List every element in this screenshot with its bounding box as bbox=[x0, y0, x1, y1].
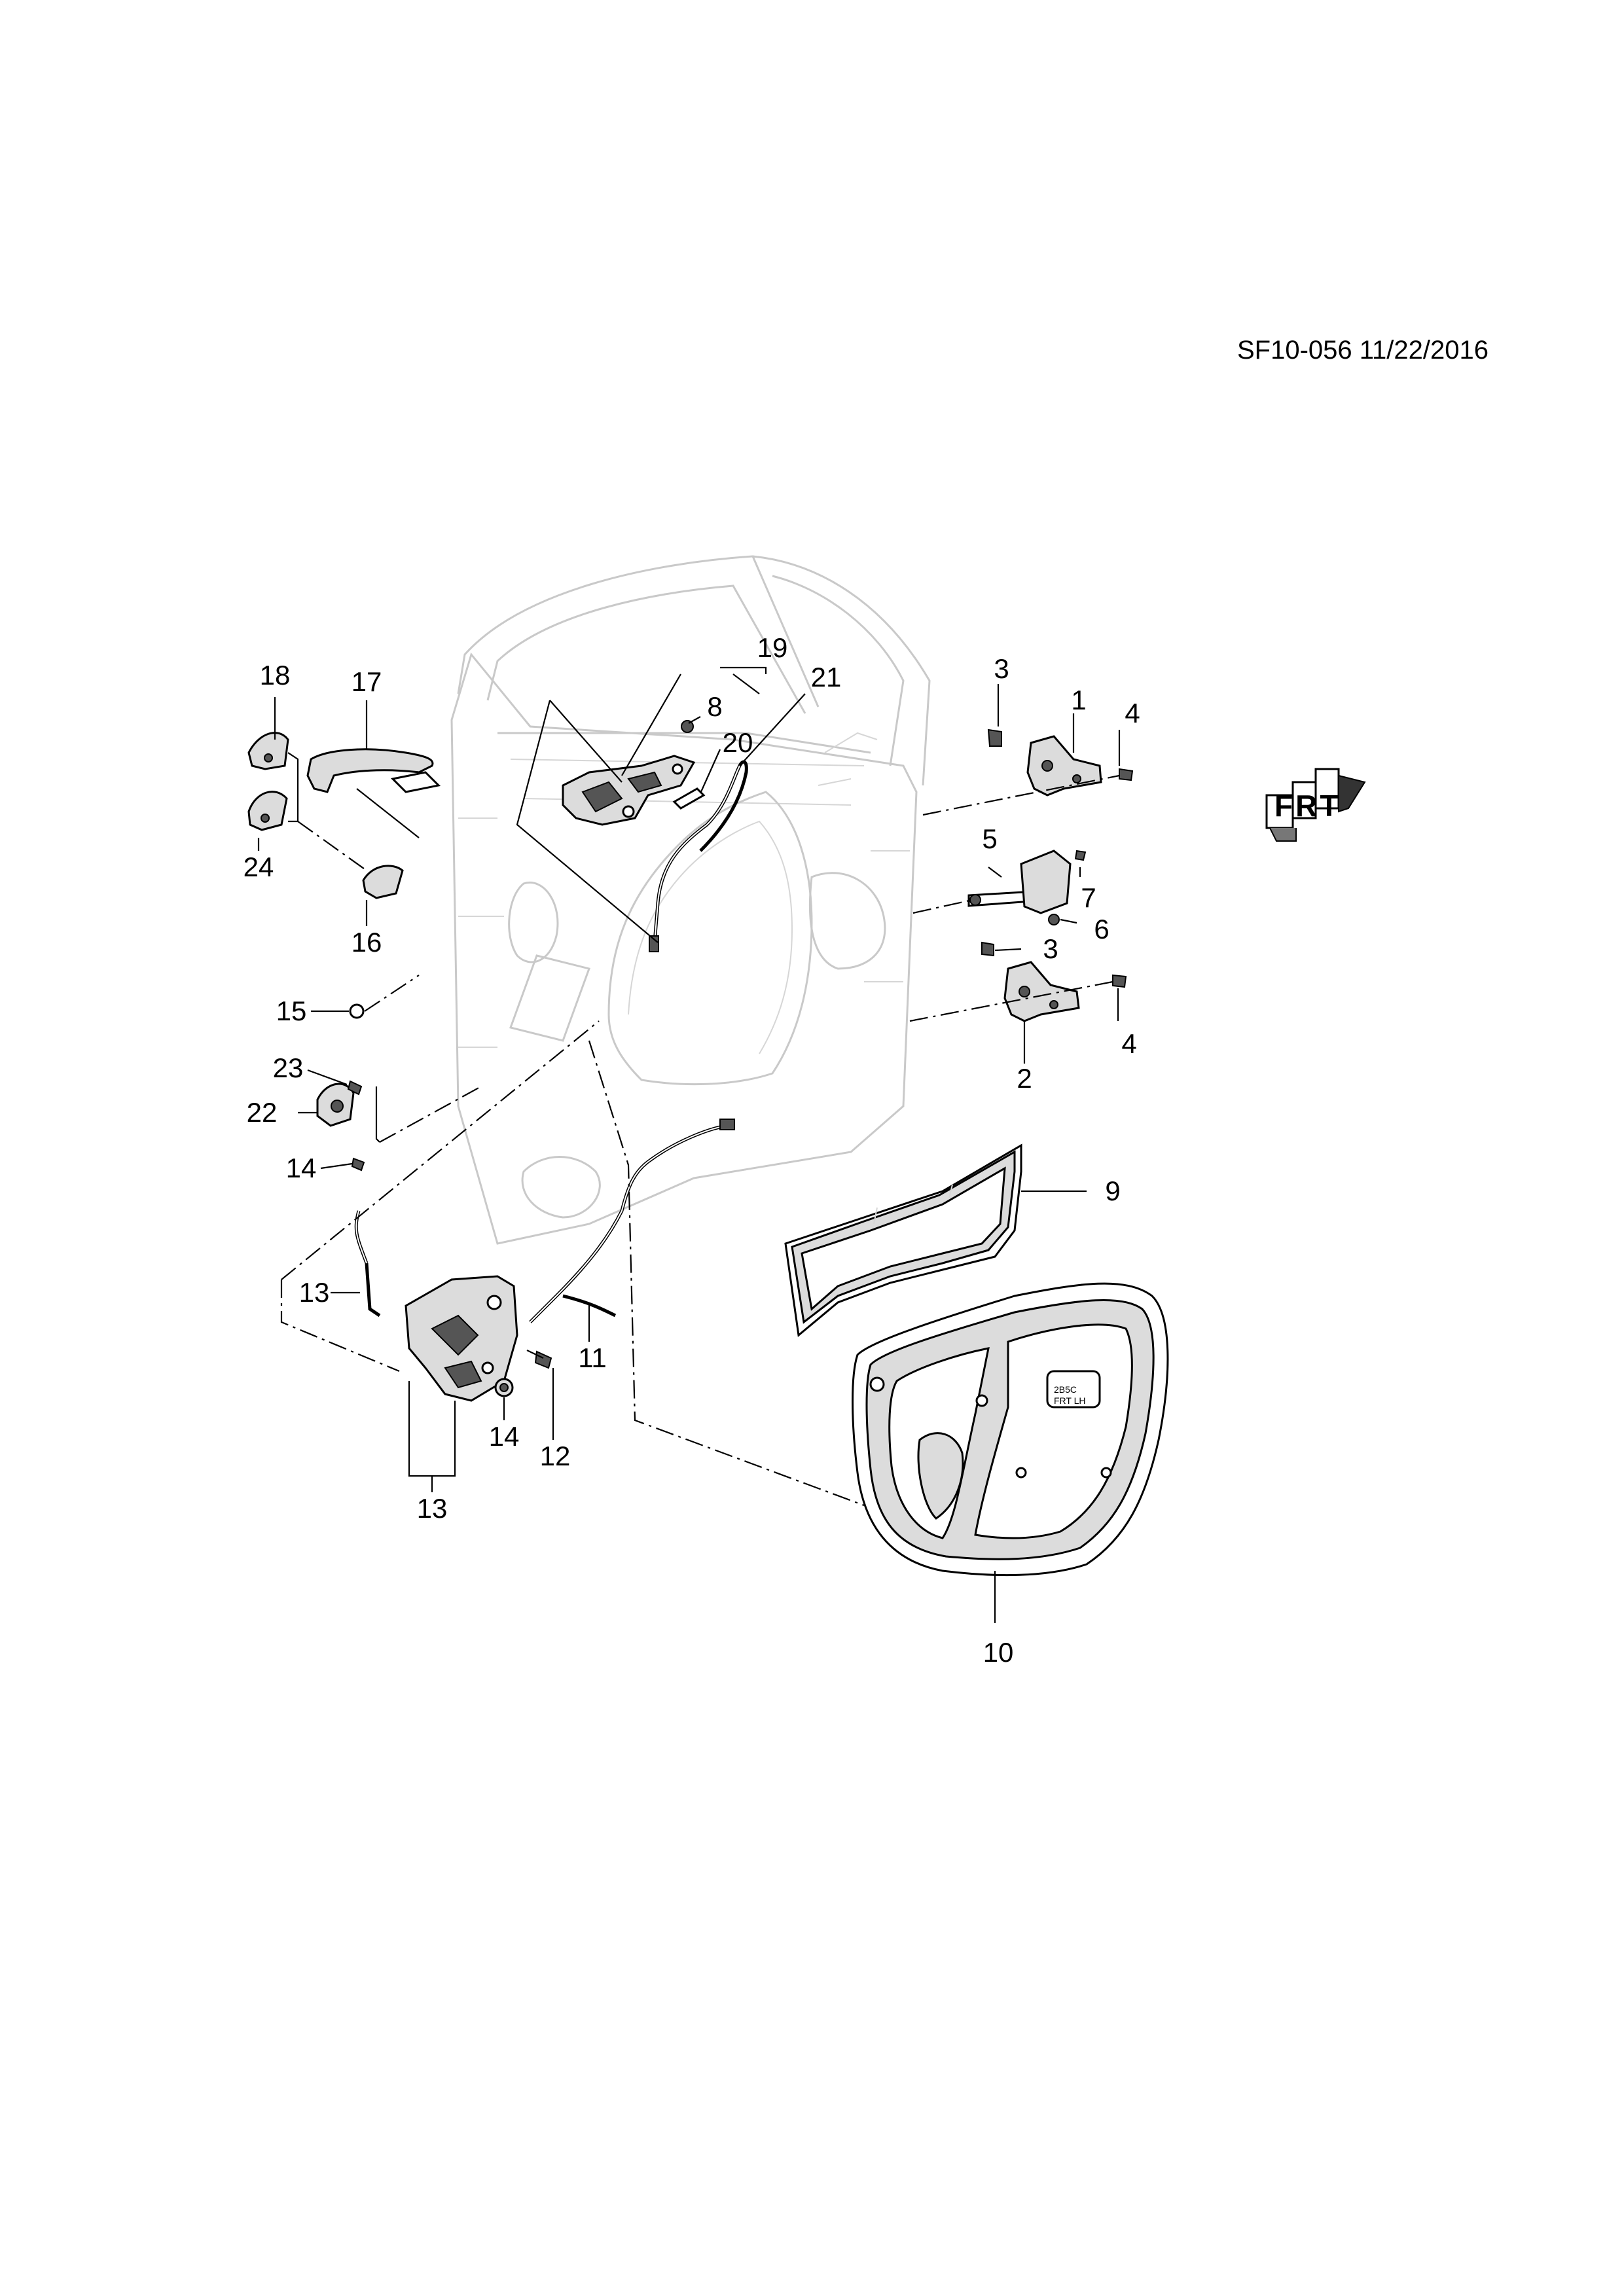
callout-10: 10 bbox=[983, 1637, 1014, 1668]
callout-5: 5 bbox=[982, 823, 998, 854]
callout-18: 16 bbox=[351, 927, 382, 958]
handle-bezel bbox=[362, 865, 404, 899]
bolt-check-link bbox=[1048, 914, 1060, 925]
leader-lines bbox=[257, 666, 1121, 1623]
bolt-hinge-lower bbox=[981, 941, 994, 957]
callout-17: 15 bbox=[276, 996, 307, 1026]
callout-1: 1 bbox=[1071, 685, 1087, 715]
door-check-link bbox=[967, 850, 1072, 914]
hinge-lower bbox=[1003, 961, 1080, 1022]
callout-8: 8 bbox=[707, 691, 723, 722]
callout-25: 23 bbox=[272, 1052, 304, 1083]
callout-3-lower: 3 bbox=[1043, 933, 1058, 964]
callout-26: 24 bbox=[243, 852, 274, 882]
outside-handle bbox=[306, 748, 441, 793]
callout-3-upper: 3 bbox=[994, 653, 1009, 684]
screw-check-link bbox=[1074, 850, 1087, 861]
nut-hinge-lower bbox=[1112, 974, 1127, 988]
striker-screw bbox=[351, 1157, 365, 1172]
callout-4-upper: 4 bbox=[1125, 698, 1140, 728]
frt-orientation-icon bbox=[1265, 768, 1366, 842]
callout-16: 14 bbox=[285, 1153, 317, 1183]
callout-24: 22 bbox=[246, 1097, 278, 1128]
lock-cylinder bbox=[316, 1083, 355, 1127]
nut-hinge-upper bbox=[1119, 768, 1134, 781]
handle-cap-upper bbox=[247, 732, 289, 770]
callout-7: 7 bbox=[1081, 882, 1096, 913]
callout-12: 12 bbox=[539, 1441, 571, 1471]
handle-cap-lower bbox=[247, 791, 288, 831]
callout-22: 20 bbox=[722, 727, 753, 758]
diagram-reference: SF10-056 11/22/2016 bbox=[1237, 336, 1489, 365]
callout-4-lower: 4 bbox=[1121, 1028, 1137, 1059]
callout-6: 6 bbox=[1094, 914, 1110, 944]
callout-9: 9 bbox=[1105, 1175, 1121, 1206]
callout-20: 18 bbox=[259, 660, 291, 691]
lock-cable bbox=[529, 1119, 735, 1323]
callout-21: 19 bbox=[757, 632, 788, 663]
door-plug bbox=[349, 1003, 365, 1019]
handle-bracket-assembly bbox=[562, 755, 696, 826]
door-inner-frame bbox=[450, 555, 931, 1245]
callout-23: 21 bbox=[810, 662, 842, 692]
lock-rod bbox=[354, 1210, 381, 1318]
cylinder-screw bbox=[347, 1080, 363, 1096]
callout-2: 2 bbox=[1017, 1063, 1032, 1094]
latch-screw bbox=[526, 1350, 552, 1369]
bolt-hinge-upper bbox=[987, 728, 1002, 747]
callout-15: 13 bbox=[298, 1277, 330, 1308]
callout-11: 11 bbox=[578, 1342, 607, 1373]
handle-cable bbox=[649, 760, 748, 952]
frt-badge-label: FRT bbox=[1274, 789, 1341, 823]
svg-text:FRT LH: FRT LH bbox=[1054, 1395, 1086, 1406]
water-deflector bbox=[784, 1143, 1022, 1337]
latch-grommet bbox=[494, 1378, 514, 1397]
callout-19: 17 bbox=[351, 666, 382, 697]
callout-14: 14 bbox=[488, 1421, 520, 1452]
door-module-panel: 2B5C FRT LH bbox=[852, 1282, 1169, 1577]
door-latch-assembly bbox=[405, 1275, 518, 1402]
callout-13: 13 bbox=[416, 1493, 448, 1524]
handle-rod bbox=[672, 787, 706, 810]
hinge-upper bbox=[1026, 735, 1102, 797]
nut-handle-bracket bbox=[681, 720, 694, 733]
svg-text:2B5C: 2B5C bbox=[1054, 1384, 1077, 1395]
